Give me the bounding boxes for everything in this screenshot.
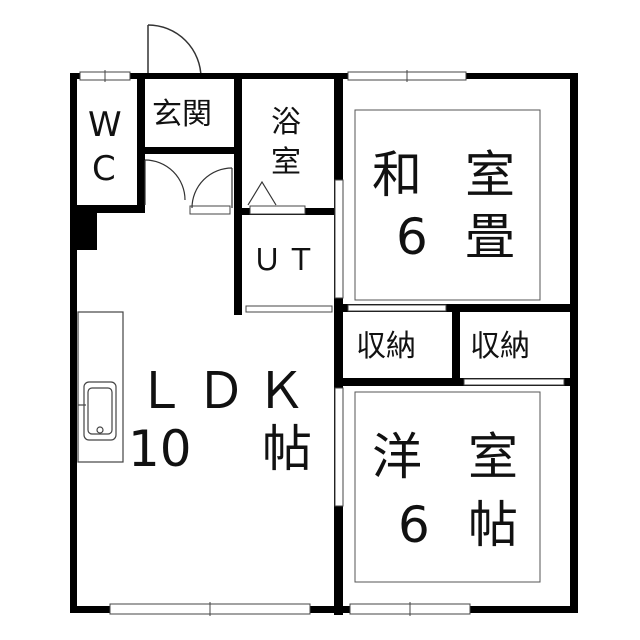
youshitsu-size-unit: 帖	[468, 496, 518, 554]
youshitsu-name-1: 洋	[372, 428, 422, 486]
kitchen-counter	[77, 311, 124, 463]
window-mullions	[104, 70, 411, 616]
wc-label-c: C	[92, 149, 116, 189]
ut-label: ＵＴ	[252, 243, 320, 278]
wc-label-w: W	[88, 105, 122, 145]
youshitsu-name-2: 室	[468, 428, 518, 486]
ldk-size-num: 10	[128, 420, 192, 478]
entrance-door	[147, 24, 202, 79]
genkan-label: 玄関	[152, 97, 212, 132]
youshitsu-size-num: 6	[398, 496, 430, 554]
ldk-name: ＬＤＫ	[136, 362, 316, 420]
ldk-size-unit: 帖	[262, 420, 312, 478]
washitsu-size-num: 6	[396, 208, 428, 266]
bath-label-2: 室	[271, 145, 301, 180]
storage-label-1: 収納	[356, 329, 416, 364]
washitsu-name-1: 和	[372, 146, 422, 204]
interior-doors	[144, 159, 277, 209]
washitsu-size-unit: 畳	[465, 208, 515, 266]
storage-label-2: 収納	[470, 329, 530, 364]
washitsu-name-2: 室	[465, 146, 515, 204]
room-outlines	[354, 109, 541, 583]
bath-label-1: 浴	[271, 105, 301, 140]
sliding-doors	[189, 179, 565, 507]
